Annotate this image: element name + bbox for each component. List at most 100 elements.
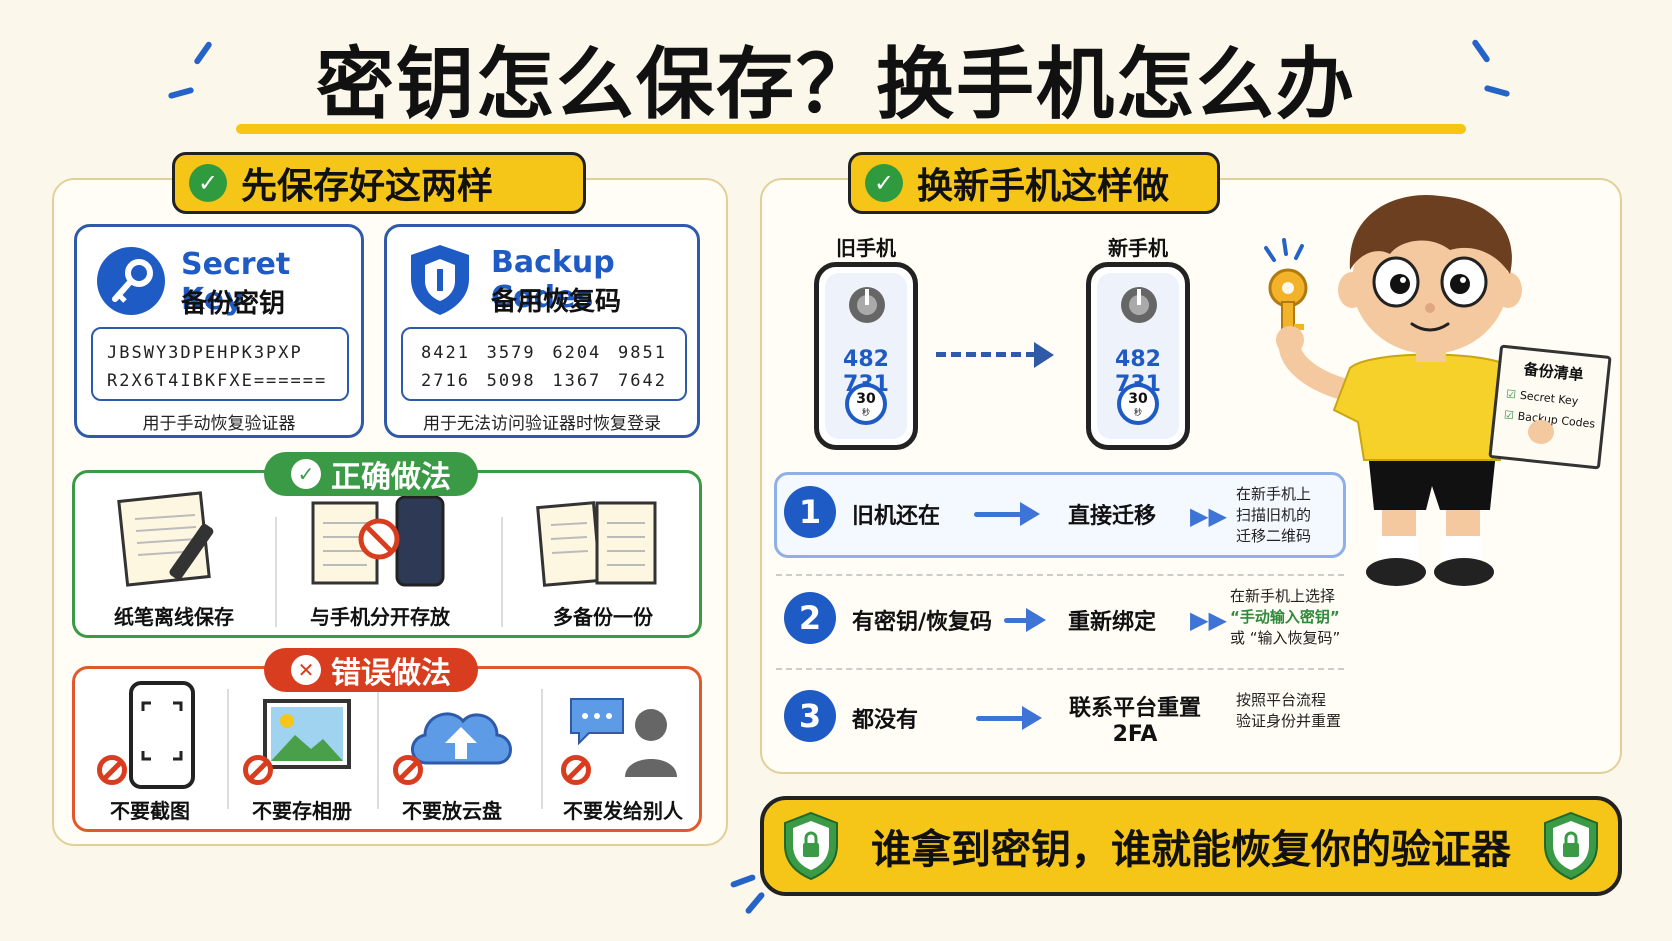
timer-value: 30	[856, 391, 876, 407]
step-note: 在新手机上 扫描旧机的 迁移二维码	[1236, 484, 1311, 547]
bad-practices-badge: ✕ 错误做法	[264, 648, 478, 692]
step-condition: 有密钥/恢复码	[852, 610, 993, 635]
checklist-item: ☑ Secret Key	[1505, 387, 1604, 410]
step-arrow-line	[1004, 618, 1028, 623]
step-action: 直接迁移	[1068, 504, 1157, 529]
bad-item-label: 不要放云盘	[402, 799, 502, 823]
photo-album-icon	[263, 699, 351, 769]
step-note-line: 验证身份并重置	[1236, 712, 1342, 730]
arrow-right-icon	[1020, 502, 1040, 526]
backup-code: 5098	[486, 371, 536, 391]
timer-circle: 30 秒	[845, 383, 887, 425]
backup-codes-title: Backup Codes	[491, 245, 615, 315]
step-note-line: 扫描旧机的	[1236, 506, 1312, 524]
step-note-line: 迁移二维码	[1236, 527, 1312, 545]
backup-codes-box: 8421 3579 6204 9851 2716 5098 1367 7642	[401, 327, 687, 401]
checklist-title: 备份清单	[1522, 360, 1585, 385]
bad-practices-box: 不要截图 不要存相册 不要放云盘 不要发给别人	[72, 666, 702, 832]
step-note: 在新手机上选择 “手动输入密钥” 或 “输入恢复码”	[1230, 586, 1340, 649]
step-note-line: 在新手机上选择	[1230, 587, 1336, 605]
spark-icon	[744, 891, 766, 915]
bad-item-label: 不要发给别人	[563, 799, 683, 823]
bad-item-label: 不要截图	[110, 799, 190, 823]
step-condition: 旧机还在	[852, 504, 941, 529]
bad-practices-label: 错误做法	[331, 656, 451, 691]
secret-key-caption: 用于手动恢复验证器	[142, 414, 296, 434]
shield-lock-icon	[1544, 811, 1598, 881]
divider	[776, 574, 1344, 576]
backup-code: 6204	[552, 343, 602, 363]
step-number: 2	[784, 592, 836, 644]
step-condition: 都没有	[852, 708, 919, 733]
timer-unit: 秒	[862, 408, 870, 417]
left-header-label: 先保存好这两样	[241, 166, 494, 207]
child-character-illustration	[1264, 194, 1558, 586]
backup-code: 3579	[486, 343, 536, 363]
new-phone-label: 新手机	[1108, 236, 1168, 260]
paper-phone-icon	[311, 495, 445, 587]
check-icon: ✓	[189, 164, 227, 202]
step-arrow-line	[974, 512, 1022, 517]
step-action-line: 联系平台重置	[1068, 696, 1201, 721]
backup-codes-subtitle: 备用恢复码	[491, 287, 622, 317]
step-number: 3	[784, 690, 836, 742]
old-phone: 482 731 30 秒	[814, 262, 918, 450]
double-chevron-icon: ▶▶	[1190, 502, 1227, 530]
step-action: 联系平台重置 2FA	[1060, 690, 1210, 747]
old-phone-label: 旧手机	[836, 236, 896, 260]
forbidden-icon	[97, 755, 127, 785]
backup-code: 7642	[618, 371, 667, 391]
step-note-line: 按照平台流程	[1236, 691, 1327, 709]
secret-key-title: Secret Key	[181, 247, 291, 317]
step-1-row	[774, 472, 1346, 558]
good-practices-label: 正确做法	[331, 460, 451, 495]
warning-banner: 谁拿到密钥，谁就能恢复你的验证器	[760, 796, 1622, 896]
forbidden-icon	[243, 755, 273, 785]
checklist-item-label: Secret Key	[1519, 388, 1579, 408]
good-item-label: 纸笔离线保存	[114, 605, 234, 629]
transfer-arrow-line	[936, 352, 1036, 357]
step-note-line: 在新手机上	[1236, 485, 1312, 503]
check-circle-icon: ✓	[291, 459, 321, 489]
bad-item-label: 不要存相册	[252, 799, 352, 823]
forbidden-icon	[393, 755, 423, 785]
backup-codes-row: 2716 5098 1367 7642	[421, 367, 667, 395]
check-icon: ✓	[865, 164, 903, 202]
step-action: 重新绑定	[1068, 610, 1157, 635]
divider	[541, 689, 543, 809]
banner-text: 谁拿到密钥，谁就能恢复你的验证器	[871, 827, 1511, 873]
secret-key-box: JBSWY3DPEHPK3PXP R2X6T4IBKFXE======	[91, 327, 349, 401]
divider	[377, 689, 379, 809]
good-item-label: 与手机分开存放	[310, 605, 450, 629]
checkbox-checked-icon: ☑	[1505, 387, 1517, 402]
shield-icon	[411, 245, 469, 315]
step-note: 按照平台流程 验证身份并重置	[1236, 690, 1341, 732]
right-header-label: 换新手机这样做	[917, 166, 1170, 207]
shield-lock-icon	[784, 811, 838, 881]
hand	[1528, 420, 1554, 444]
divider	[501, 517, 503, 627]
arrow-right-icon	[1022, 706, 1042, 730]
spark-icon	[729, 873, 757, 889]
timer-unit: 秒	[1134, 408, 1142, 417]
backup-code: 2716	[421, 371, 470, 391]
divider	[275, 517, 277, 627]
secret-key-subtitle: 备份密钥	[181, 289, 286, 319]
step-action-line: 2FA	[1112, 722, 1158, 747]
transfer-arrow-icon	[1034, 342, 1054, 368]
cloud-upload-icon	[411, 712, 512, 765]
good-practices-badge: ✓ 正确做法	[264, 452, 478, 496]
step-number: 1	[784, 486, 836, 538]
authenticator-icon	[849, 287, 885, 323]
left-header: ✓ 先保存好这两样	[172, 152, 586, 214]
double-chevron-icon: ▶▶	[1190, 606, 1227, 634]
secret-key-line: JBSWY3DPEHPK3PXP	[107, 343, 303, 363]
page-title: 密钥怎么保存？换手机怎么办	[315, 40, 1356, 130]
key-icon	[97, 247, 165, 315]
new-phone: 482 731 30 秒	[1086, 262, 1190, 450]
backup-checklist: 备份清单 ☑ Secret Key ☑ Backup Codes	[1488, 344, 1612, 470]
x-circle-icon: ✕	[291, 655, 321, 685]
screenshot-icon	[129, 681, 195, 789]
chat-person-icon	[570, 698, 677, 777]
backup-codes-row: 8421 3579 6204 9851	[421, 339, 667, 367]
